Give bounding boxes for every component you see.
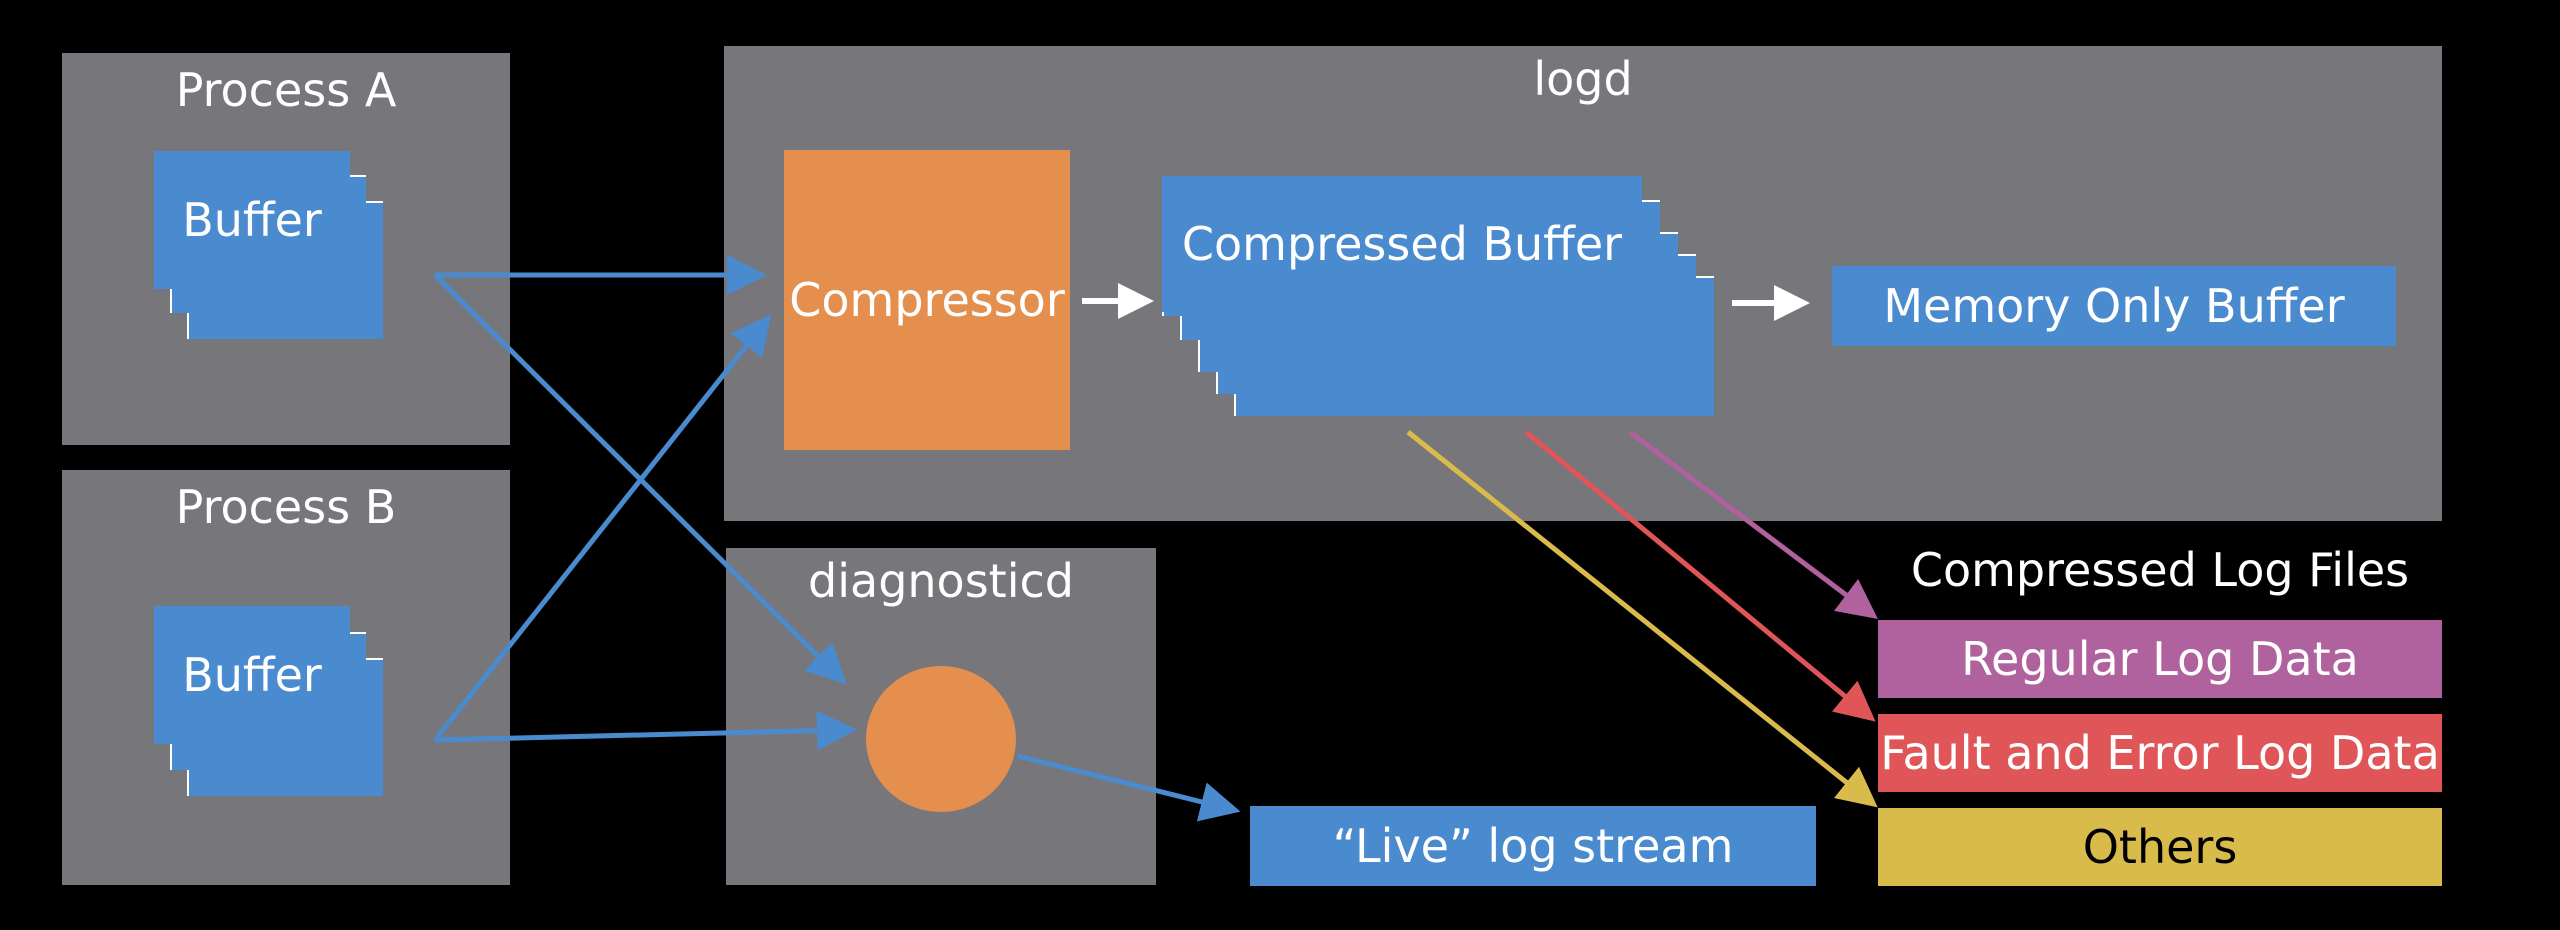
logd-title: logd (1533, 52, 1633, 106)
process-a-container: Process A Buffer (62, 53, 510, 445)
diagnosticd-title: diagnosticd (808, 554, 1074, 608)
process-b-container: Process B Buffer (62, 470, 510, 885)
arrow-to-others-log (1406, 430, 1878, 808)
compressor-box: Compressor (784, 150, 1070, 450)
live-log-stream: “Live” log stream (1250, 806, 1816, 886)
process-a-title: Process A (175, 63, 397, 117)
process-b-title: Process B (175, 480, 397, 534)
compressed-buffer: Compressed Buffer (1162, 176, 1642, 312)
others-log-data: Others (1878, 808, 2442, 886)
compressed-log-files-title: Compressed Log Files (1910, 543, 2410, 597)
arrow-diagnosticd-to-live (1017, 753, 1241, 822)
arrow-to-fault-log (1524, 430, 1876, 722)
process-a-buffer: Buffer (154, 151, 350, 289)
diagnosticd-node (866, 666, 1016, 812)
process-b-buffer: Buffer (154, 606, 350, 744)
memory-only-buffer: Memory Only Buffer (1832, 266, 2396, 346)
arrow-b-to-compressor (433, 314, 772, 742)
arrow-a-to-diagnosticd (433, 273, 847, 685)
arrow-to-regular-log (1628, 430, 1878, 620)
regular-log-data: Regular Log Data (1878, 620, 2442, 698)
fault-error-log-data: Fault and Error Log Data (1878, 714, 2442, 792)
arrow-b-to-diagnosticd (434, 710, 857, 751)
